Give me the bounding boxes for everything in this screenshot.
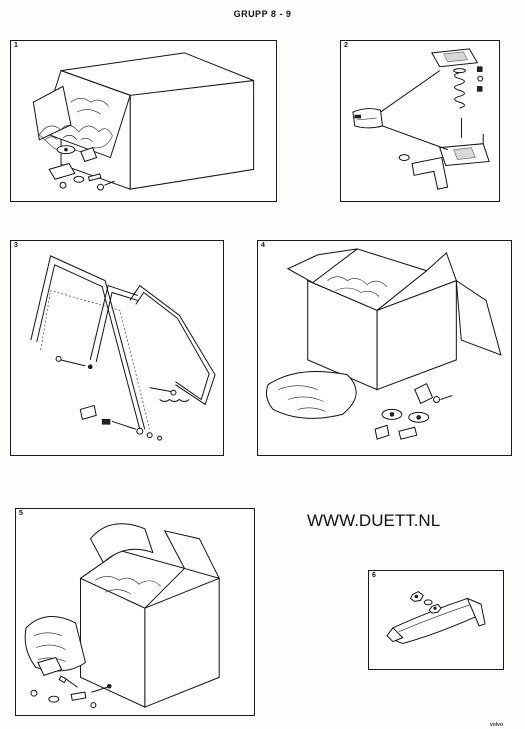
panel-number: 1: [14, 42, 18, 49]
page-header: GRUPP 8 - 9: [233, 9, 292, 19]
panel-number: 3: [14, 242, 18, 249]
illustration-panel-3: 3: [10, 240, 224, 456]
grab-handle-illustration: [386, 591, 486, 645]
panel-number: 2: [344, 42, 348, 49]
panel-number: 4: [261, 242, 265, 249]
panel-number: 5: [19, 510, 23, 517]
illustration-panel-1: 1: [10, 40, 277, 202]
illustration-panel-5: 5: [15, 508, 255, 716]
frame-assembly-illustration: [30, 255, 216, 441]
open-box-with-parts-illustration: [32, 52, 255, 191]
illustration-panel-6: 6: [368, 570, 504, 670]
box-with-parts-illustration: [24, 523, 221, 709]
illustration-panel-2: 2: [340, 40, 500, 202]
website-watermark: WWW.DUETT.NL: [307, 511, 441, 530]
page-footer: volvo: [489, 722, 503, 728]
panel-number: 6: [372, 572, 376, 579]
large-box-unpacking-illustration: [265, 248, 502, 440]
illustration-panel-4: 4: [257, 240, 512, 456]
mounting-bracket-illustration: [352, 48, 490, 190]
